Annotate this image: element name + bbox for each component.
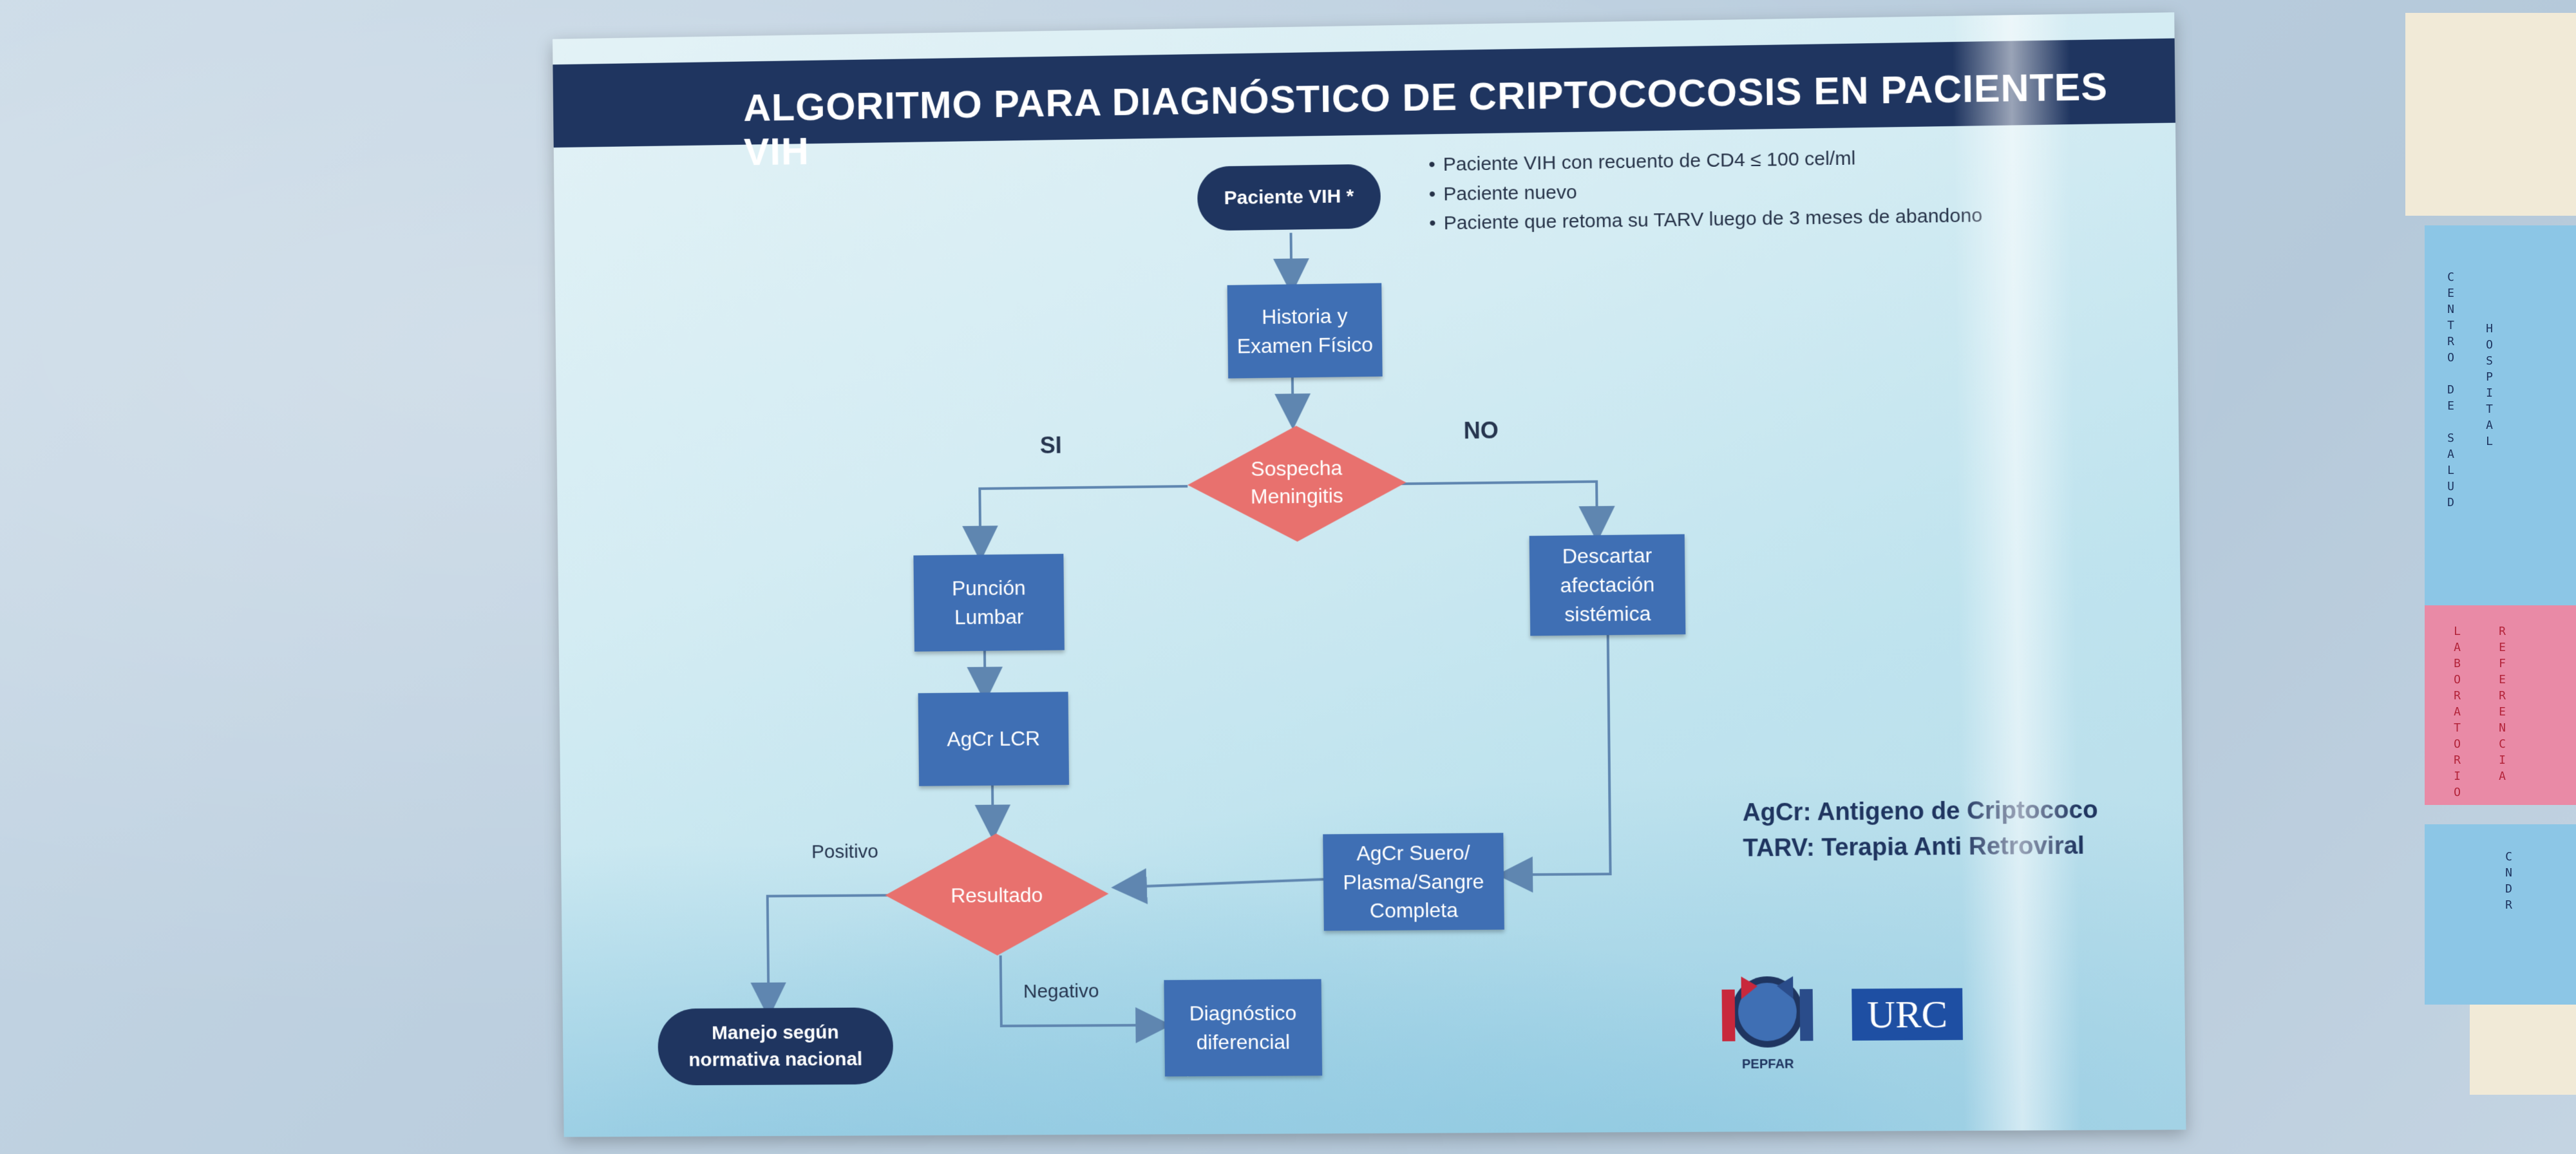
suspicion-line: Sospecha xyxy=(1232,454,1361,483)
suspicion-label: Sospecha Meningitis xyxy=(1232,454,1361,511)
urc-logo: URC xyxy=(1852,988,1963,1040)
rule-out-line: afectación xyxy=(1560,570,1654,600)
history-exam-box: Historia y Examen Físico xyxy=(1227,283,1383,379)
lumbar-puncture-box: Punción Lumbar xyxy=(913,554,1065,652)
differential-line: diferencial xyxy=(1196,1028,1290,1057)
suspicion-line: Meningitis xyxy=(1233,482,1361,511)
side-sign-pink: LABORATORIO REFERENCIA xyxy=(2425,605,2576,805)
national-management-node: Manejo según normativa nacional xyxy=(658,1007,893,1085)
side-sign-top xyxy=(2405,13,2576,216)
differential-diagnosis-box: Diagnóstico diferencial xyxy=(1164,979,1322,1076)
connector-serum-result xyxy=(1121,879,1323,887)
no-label: NO xyxy=(1463,417,1499,444)
positive-label: Positivo xyxy=(811,841,878,864)
light-glare xyxy=(1952,14,2081,1131)
rule-out-line: Descartar xyxy=(1562,541,1653,571)
start-node: Paciente VIH * xyxy=(1197,164,1381,231)
serum-test-line: Plasma/Sangre xyxy=(1343,867,1484,896)
side-sign-blue-lower: CNDR xyxy=(2425,824,2576,1005)
serum-test-line: Completa xyxy=(1370,896,1458,925)
connector-result-management xyxy=(768,895,909,1008)
connector-suspicion-puncture xyxy=(980,486,1188,551)
serum-test-box: AgCr Suero/ Plasma/Sangre Completa xyxy=(1323,833,1504,931)
side-sign-text: REFERENCIA xyxy=(2496,625,2509,786)
serum-test-line: AgCr Suero/ xyxy=(1356,838,1470,868)
connector-start-history xyxy=(1291,233,1292,285)
agcr-lcr-box: AgCr LCR xyxy=(918,692,1069,786)
result-label: Resultado xyxy=(933,881,1061,909)
connector-suspicion-ruleout xyxy=(1399,482,1597,534)
side-sign-blue: CENTRO DE SALUD HOSPITAL xyxy=(2425,225,2576,605)
lumbar-puncture-line: Lumbar xyxy=(954,602,1024,632)
history-exam-line: Examen Físico xyxy=(1237,330,1374,361)
poster: ALGORITMO PARA DIAGNÓSTICO DE CRIPTOCOCO… xyxy=(553,12,2186,1137)
side-sign-text: LABORATORIO xyxy=(2450,625,2464,802)
side-sign-text: CNDR xyxy=(2502,850,2515,914)
pepfar-label: PEPFAR xyxy=(1742,1057,1794,1073)
side-sign: CENTRO DE SALUD HOSPITAL LABORATORIO REF… xyxy=(2405,13,2576,1108)
rule-out-box: Descartar afectación sistémica xyxy=(1530,534,1686,636)
connector-agcr-result xyxy=(992,786,993,831)
side-sign-text: HOSPITAL xyxy=(2483,322,2496,451)
management-line: normativa nacional xyxy=(688,1046,862,1074)
history-exam-line: Historia y xyxy=(1262,301,1348,332)
side-sign-bottom xyxy=(2470,1005,2576,1095)
yes-label: SI xyxy=(1040,432,1062,459)
negative-label: Negativo xyxy=(1023,981,1099,1003)
side-sign-text: CENTRO DE SALUD xyxy=(2444,270,2458,512)
differential-line: Diagnóstico xyxy=(1189,999,1296,1028)
rule-out-line: sistémica xyxy=(1564,599,1651,629)
lumbar-puncture-line: Punción xyxy=(952,574,1026,603)
connector-ruleout-serum xyxy=(1504,635,1610,875)
management-line: Manejo según xyxy=(712,1019,839,1047)
